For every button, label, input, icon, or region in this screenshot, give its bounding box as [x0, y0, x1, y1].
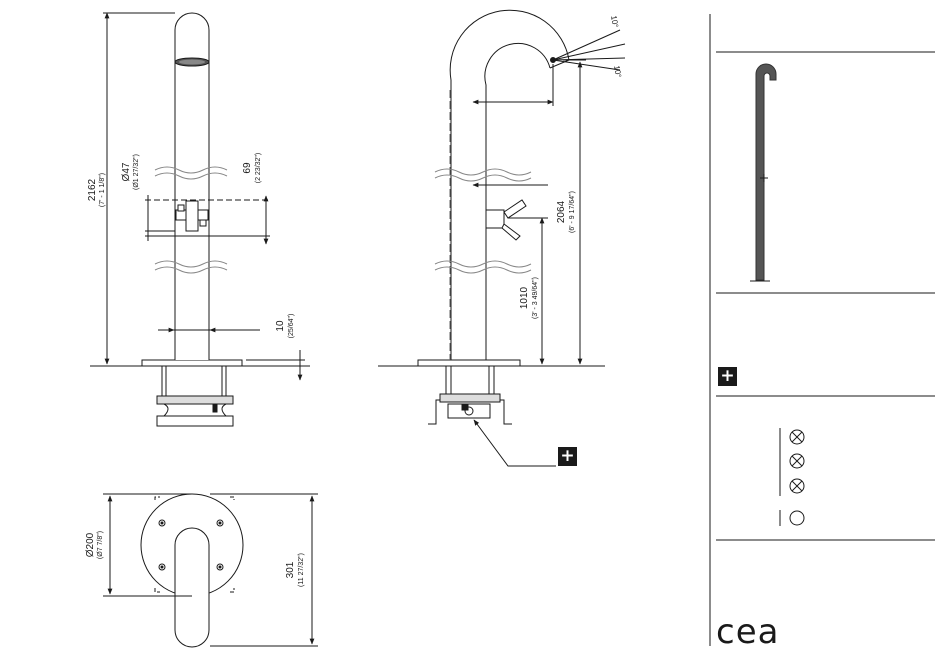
- height-dim-mm: 2162: [87, 178, 98, 201]
- product-thumbnail: [756, 64, 776, 280]
- side-handle-icon: [486, 200, 526, 240]
- front-rough-in: [157, 366, 233, 426]
- detail-plus-marker[interactable]: +: [558, 447, 577, 466]
- cross-circle-icon: [790, 430, 804, 444]
- angle-top-label: 10°: [609, 15, 620, 28]
- brand-logo: cea: [716, 615, 779, 649]
- overall-length-dim-mm: 301: [285, 561, 296, 578]
- valve-height-dim-inch: (3' - 3 49/64"): [532, 277, 539, 319]
- angle-bottom-label: 10°: [612, 65, 623, 78]
- handle-offset-dim-mm: 69: [242, 162, 253, 174]
- side-view: [378, 10, 625, 466]
- plan-gooseneck: [175, 528, 209, 647]
- empty-circle-icon: [790, 511, 804, 525]
- height-dim-inch: (7' - 1 1/8"): [99, 173, 106, 207]
- shower-height-dim-inch: (6' - 9 17/64"): [569, 191, 576, 233]
- feature-symbols: [780, 428, 804, 526]
- handle-offset-dim-inch: (2 23/32"): [255, 153, 262, 184]
- shower-height-dim-mm: 2064: [556, 200, 567, 223]
- base-dim-inch: (25/64"): [288, 314, 295, 339]
- cross-circle-icon: [790, 479, 804, 493]
- diameter-dim-inch: (Ø1 27/32"): [133, 154, 140, 190]
- base-dim-mm: 10: [275, 320, 286, 332]
- overall-length-dim-inch: (11 27/32"): [298, 553, 305, 587]
- plate-diameter-dim-inch: (Ø7 7/8"): [97, 531, 104, 559]
- front-base-plate: [142, 360, 242, 366]
- side-rough-in: [428, 366, 512, 424]
- plate-diameter-dim-mm: Ø200: [85, 532, 96, 557]
- front-view: [90, 13, 310, 426]
- panel-plus-marker[interactable]: +: [718, 367, 737, 386]
- diameter-dim-mm: Ø47: [121, 162, 132, 181]
- cross-circle-icon: [790, 454, 804, 468]
- side-base-plate: [418, 360, 520, 366]
- info-panel: [710, 14, 935, 646]
- valve-height-dim-mm: 1010: [519, 286, 530, 309]
